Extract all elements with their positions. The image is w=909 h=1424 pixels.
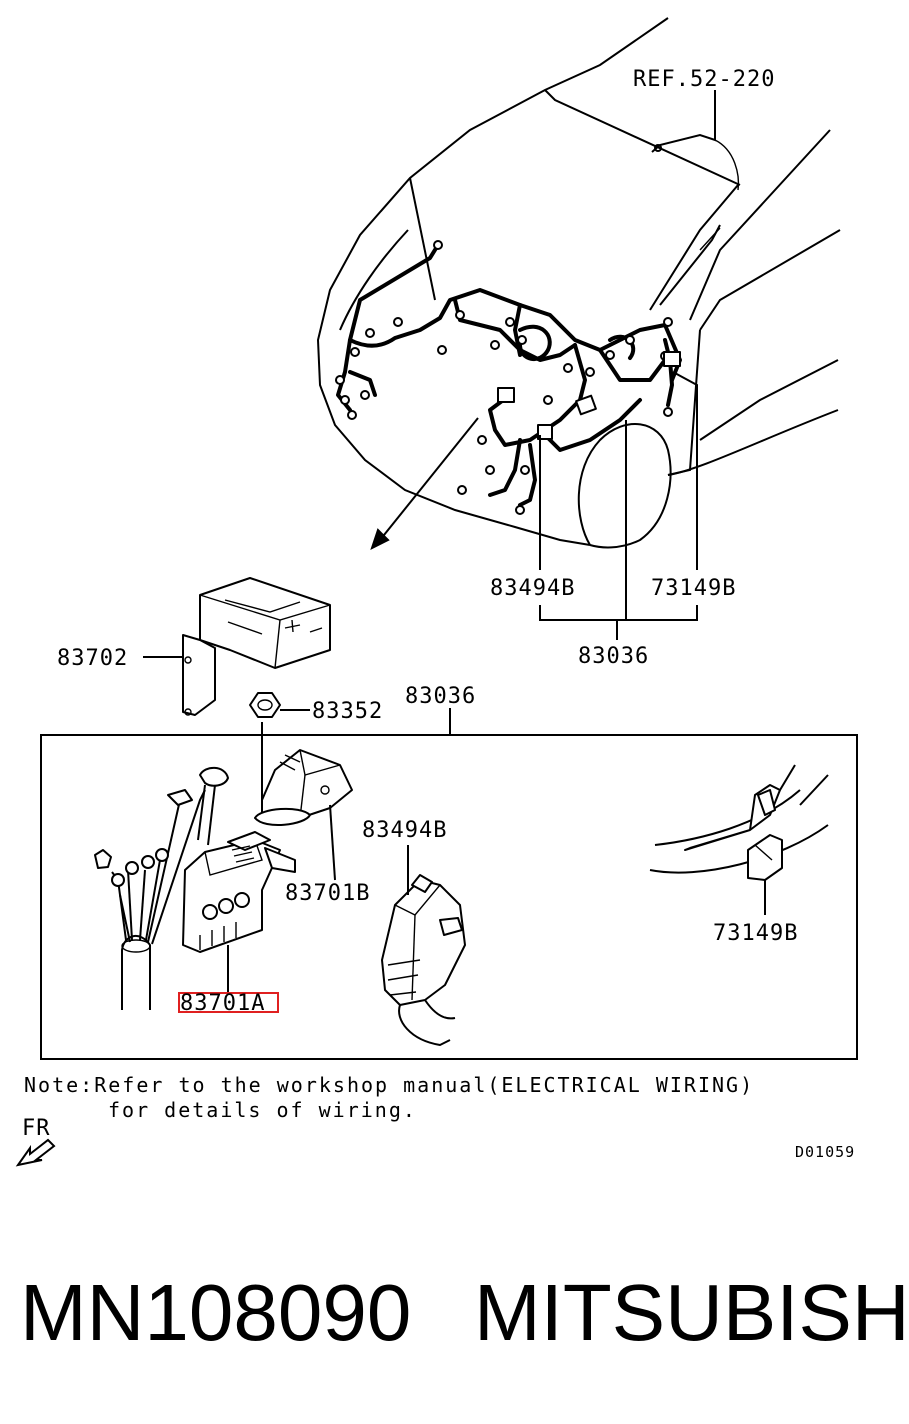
- callout-83702: 83702: [57, 646, 128, 671]
- callout-83036-top: 83036: [578, 644, 649, 669]
- callout-83494B-top: 83494B: [490, 576, 575, 601]
- detail-frame: [40, 734, 858, 1060]
- drawing-code: D01059: [795, 1143, 855, 1161]
- front-direction-arrow: [370, 417, 479, 550]
- callout-83036-box: 83036: [405, 684, 476, 709]
- part-number: MN108090: [20, 1268, 411, 1357]
- car-body-outline: [316, 17, 841, 549]
- callout-83352: 83352: [312, 699, 383, 724]
- note-line-2: for details of wiring.: [108, 1098, 417, 1122]
- top-leaders: [539, 371, 698, 640]
- callout-73149B-top: 73149B: [651, 576, 736, 601]
- connector-83494B: [381, 874, 466, 1047]
- battery-cable-bundle: [94, 766, 229, 1010]
- callout-73149B: 73149B: [713, 921, 798, 946]
- callout-83701A: 83701A: [180, 991, 265, 1016]
- fusible-link-83701B: [254, 749, 353, 826]
- ref-leader: [651, 90, 740, 191]
- fr-label: FR: [22, 1116, 51, 1141]
- leader-83701B: [329, 804, 336, 881]
- brand-name: MITSUBISHI: [474, 1268, 909, 1357]
- callout-83701B: 83701B: [285, 881, 370, 906]
- bracket-73149B: [649, 764, 829, 881]
- fr-arrow-icon: [15, 1138, 56, 1167]
- note-line-1: Note:Refer to the workshop manual(ELECTR…: [24, 1073, 754, 1097]
- ref-label: REF.52-220: [633, 67, 775, 92]
- engine-harness: [336, 243, 682, 507]
- relay-box-83702: [182, 577, 331, 716]
- fusible-link-83701A: [182, 831, 296, 953]
- harness-connectors: [335, 240, 681, 515]
- highlight-83701A: [178, 992, 279, 1013]
- callout-83494B: 83494B: [362, 818, 447, 843]
